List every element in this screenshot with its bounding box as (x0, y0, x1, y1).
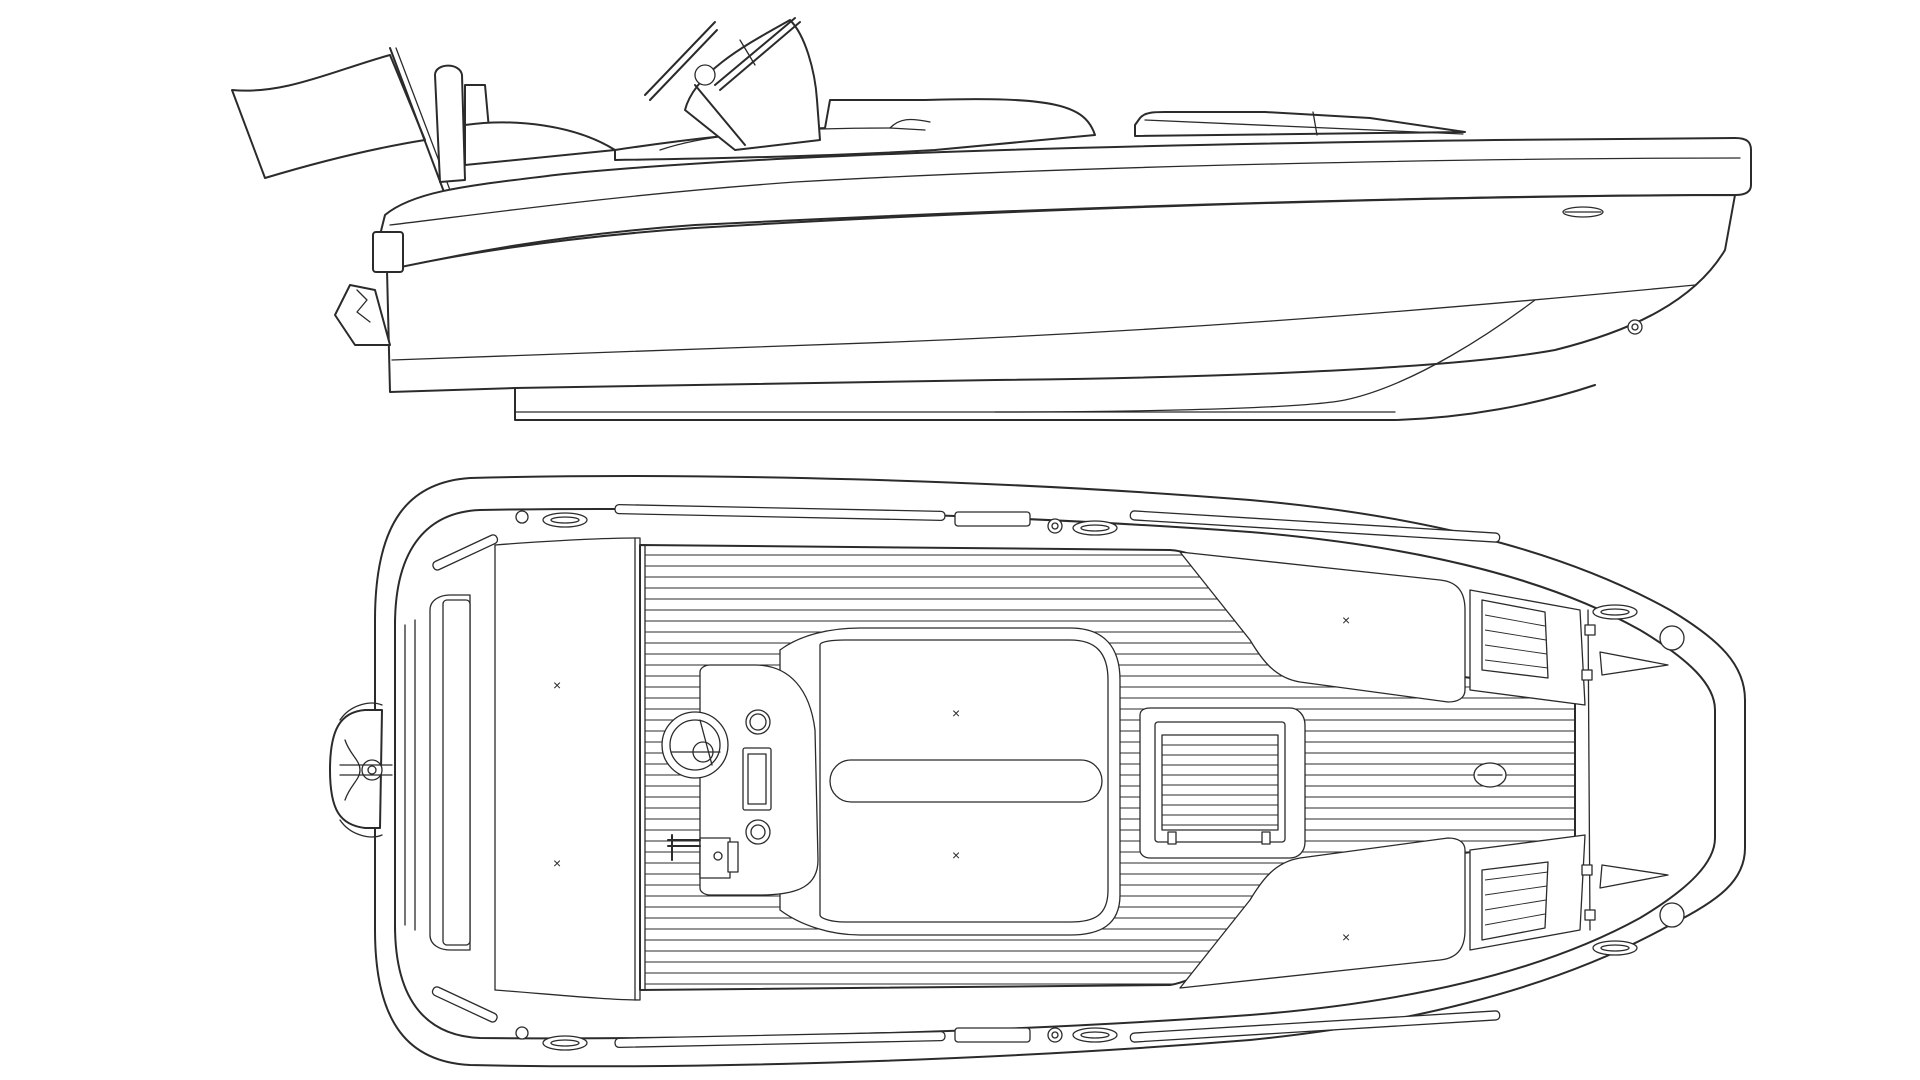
cleat (1072, 520, 1118, 536)
centre-console: × × (661, 627, 1121, 936)
display-screen-icon (742, 747, 772, 811)
top-plan-view: × × × × (329, 475, 1746, 1068)
svg-text:×: × (1342, 612, 1350, 628)
cleat (1592, 940, 1638, 956)
deck-marker: × (553, 677, 561, 693)
flag-pole (389, 47, 448, 201)
bow-ring (1659, 902, 1685, 928)
bow-locker-top (1469, 589, 1669, 706)
side-profile-view (231, 17, 1752, 421)
seat-divider (829, 759, 1103, 803)
rear-seat-back (434, 64, 466, 183)
deck-hatch (1139, 707, 1306, 859)
bow-locker-bottom (1469, 834, 1669, 951)
bow-ring (1659, 625, 1685, 651)
svg-text:×: × (1342, 929, 1350, 945)
svg-text:×: × (952, 705, 960, 721)
cleat (542, 1035, 588, 1051)
windshield-steering (644, 17, 821, 151)
cleat (1072, 1027, 1118, 1043)
cleat (542, 512, 588, 528)
hull-side (386, 194, 1736, 393)
rear-seat-cushion (464, 121, 616, 166)
gunwale (379, 137, 1752, 271)
hull (334, 137, 1752, 421)
flag (231, 47, 454, 201)
steering-wheel (644, 21, 716, 96)
outboard-motor (334, 284, 391, 346)
side-panel-top (1179, 551, 1466, 703)
outboard-motor-top (329, 702, 393, 838)
side-panel-bottom (1179, 837, 1466, 989)
deck-marker: × (553, 855, 561, 871)
svg-text:×: × (952, 847, 960, 863)
gauge-icon (745, 819, 771, 845)
cleat (1592, 604, 1638, 620)
